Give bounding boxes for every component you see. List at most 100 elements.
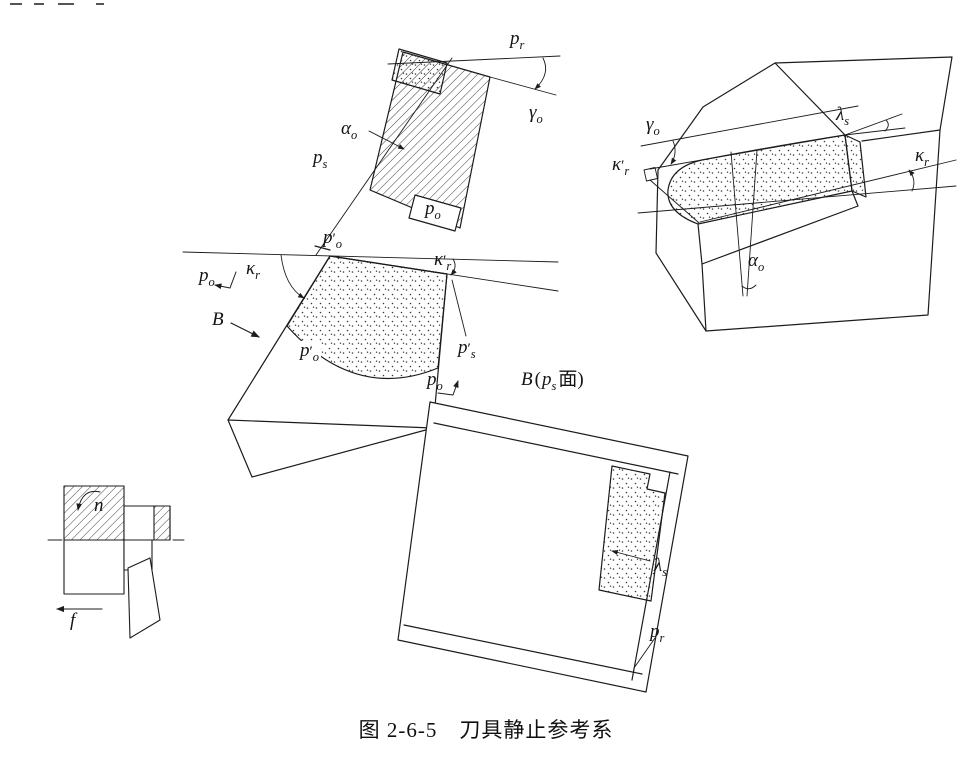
po-section-mark-right	[437, 380, 459, 396]
minor-edge-trace-line	[329, 255, 559, 292]
label-bview-pr: pr	[650, 621, 665, 645]
ps-prime-leader-line	[451, 279, 467, 337]
label-po-left: po	[199, 266, 215, 289]
math-prime: ′	[621, 158, 625, 174]
math-base: α	[341, 118, 351, 139]
label-bview-lambda-s: λs	[654, 555, 667, 579]
math-prime: ′	[467, 341, 471, 357]
math-sub: r	[624, 163, 630, 178]
workpiece-lower	[63, 539, 125, 595]
spindle-rotation-arrow	[76, 490, 101, 511]
rake-face-extension-line	[489, 76, 557, 96]
label-kappa-r-prime: κ′r	[434, 249, 452, 273]
tool-body-facet-line	[227, 419, 434, 429]
kappa-r-prime-angle-arc	[450, 258, 457, 276]
math-base: p	[425, 198, 435, 219]
open-paren: (	[534, 369, 541, 390]
label-po-prime-top: p′o	[323, 227, 343, 251]
label-po-right: po	[427, 369, 443, 393]
label-b-direction: B	[212, 310, 224, 332]
right-angle-mark	[643, 167, 658, 182]
math-prime: ′	[332, 231, 336, 247]
label-ps: ps	[313, 147, 328, 171]
b-view	[397, 401, 689, 693]
math-base: λ	[654, 555, 663, 576]
math-prime: ′	[309, 344, 313, 360]
math-base: p	[650, 621, 660, 642]
figure-caption: 图 2-6-5 刀具静止参考系	[358, 718, 614, 742]
head-front-right-edge	[851, 190, 859, 207]
plate-top-inner-line	[433, 422, 679, 475]
label-persp-alpha-o: αo	[748, 250, 765, 274]
label-feed-f: f	[70, 611, 75, 633]
math-sub: o	[436, 378, 443, 393]
label-kappa-r: κr	[246, 259, 260, 282]
math-base: κ	[434, 249, 444, 270]
math-sub: o	[434, 207, 441, 222]
po-section-mark-left	[214, 271, 237, 290]
turning-sketch	[47, 485, 185, 639]
alpha-o-angle-arc-3d	[741, 284, 757, 290]
pr-leader-line	[633, 637, 656, 669]
alpha-angle-line-1	[730, 151, 744, 297]
po-section-box	[408, 194, 462, 232]
math-prime: ′	[443, 253, 447, 269]
tool-body-stipple-face	[286, 255, 448, 380]
kappa-prime-leader-line	[649, 179, 699, 223]
orthogonal-plane-view	[182, 48, 561, 478]
gamma-o-angle-arc-3d	[670, 140, 677, 165]
math-base: κ	[612, 154, 622, 175]
label-alpha-o: αo	[341, 118, 358, 142]
label-persp-lambda-s: λs	[836, 105, 850, 128]
math-sub: r	[446, 258, 452, 273]
insert-stipple-strip	[598, 465, 666, 602]
math-base: B	[521, 369, 533, 390]
math-sub: o	[653, 123, 660, 138]
tool-sketch	[127, 557, 161, 639]
label-persp-kappa-r-prime: κ′r	[612, 154, 630, 178]
b-view-direction-arrow	[230, 322, 260, 338]
math-base: κ	[915, 145, 925, 166]
math-sub: s	[470, 346, 476, 361]
gamma-reference-line	[640, 105, 859, 147]
base-reference-line	[637, 185, 957, 214]
math-sub: o	[350, 127, 358, 142]
label-persp-gamma-o: γo	[646, 114, 660, 138]
pr-trace-line	[387, 55, 561, 65]
math-sub: o	[312, 349, 320, 364]
math-base: p	[427, 369, 437, 390]
math-base: γ	[646, 114, 654, 135]
label-ps-prime: p′s	[458, 338, 476, 361]
label-spindle-speed-n: n	[94, 496, 104, 518]
lambda-reference-line	[844, 127, 906, 136]
math-sub: r	[924, 154, 929, 169]
lambda-s-angle-arc-3d	[884, 119, 889, 132]
math-sub: s	[322, 156, 328, 171]
math-base: γ	[529, 102, 537, 123]
rake-trace-line	[649, 134, 846, 170]
math-sub: o	[335, 236, 343, 251]
math-base: p	[300, 340, 310, 361]
math-base: B	[212, 309, 224, 330]
lambda-edge-line	[844, 113, 903, 136]
math-sub: o	[757, 259, 765, 274]
lambda-s-leader-arrow	[611, 550, 651, 562]
ps-trace-line	[315, 57, 453, 256]
math-base: f	[70, 610, 76, 631]
math-sub: r	[659, 630, 665, 645]
alpha-o-pointer-arrow	[368, 130, 405, 150]
math-base: p	[313, 147, 323, 168]
head-front-left-edge	[697, 223, 703, 265]
tool-section-hatched	[369, 51, 491, 229]
kappa-r-angle-arc-3d	[908, 169, 915, 192]
math-base: α	[748, 250, 758, 271]
label-po-box: po	[425, 198, 441, 222]
math-sub: r	[519, 37, 525, 52]
math-sub: s	[844, 113, 850, 128]
head-to-base-edge	[701, 263, 707, 332]
label-po-prime-mid: p′o	[298, 340, 322, 364]
math-sub: o	[208, 274, 215, 289]
math-base: p	[323, 227, 333, 248]
